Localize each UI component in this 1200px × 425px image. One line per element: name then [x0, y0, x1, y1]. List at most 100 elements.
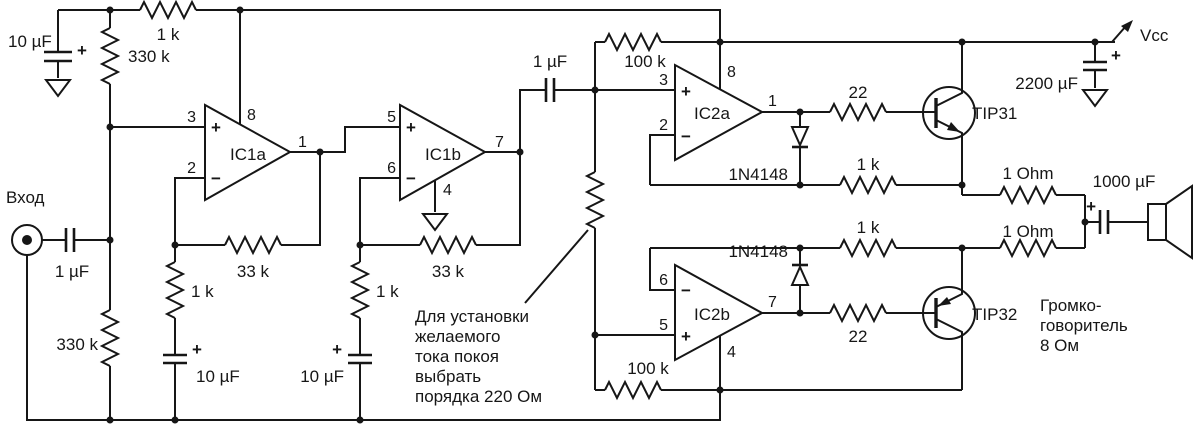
polarity-plus: + — [1111, 46, 1121, 65]
resistor-100k-bottom — [604, 379, 662, 401]
ic2b-name: IC2b — [694, 305, 730, 324]
ic1a-pin8: 8 — [247, 107, 256, 124]
ic2a-pin2: 2 — [659, 117, 668, 134]
ground-icon — [44, 79, 72, 98]
ground-icon — [421, 213, 449, 232]
capacitor-2200uf-plates — [1083, 60, 1107, 72]
resistor-filter-1k — [139, 0, 197, 21]
ic2a-pin1: 1 — [768, 93, 777, 110]
junction — [591, 331, 599, 339]
speaker-label-line3: 8 Ом — [1040, 336, 1079, 355]
junction — [106, 6, 114, 14]
resistor-gain-1k-2 — [349, 261, 371, 319]
capacitor-1000uf-plates — [1098, 210, 1110, 234]
diode-triangle — [790, 126, 810, 148]
pnp-emitter-arrow — [938, 297, 951, 306]
npn-emitter-arrow — [947, 122, 960, 132]
junction — [958, 38, 966, 46]
opamp-ic1b-body — [399, 103, 488, 202]
junction — [716, 386, 724, 394]
resistor-g1-label: 1 k — [191, 282, 214, 301]
ic1b-plus: + — [406, 118, 416, 137]
capacitor-10uf-filter-plates — [44, 50, 72, 63]
resistor-quiescent-set — [584, 171, 606, 229]
resistor-1k-feedback-bottom — [839, 237, 897, 259]
polarity-plus: + — [1086, 197, 1096, 216]
speaker-label-line1: Громко- — [1040, 296, 1102, 315]
junction — [356, 241, 364, 249]
ic2b-plus: + — [681, 327, 691, 346]
capacitor-1uf-coupling-plates — [544, 78, 556, 102]
resistor-fb1-label: 33 k — [237, 262, 270, 281]
opamps — [204, 63, 765, 362]
cap-coupling-label: 1 µF — [533, 52, 567, 71]
ic2a-pin8: 8 — [727, 64, 736, 81]
transistor-tip32 — [922, 286, 976, 340]
resistor-bias-330k-top — [99, 27, 121, 85]
note-line1: Для установки — [415, 307, 529, 326]
resistor-fb2-label: 33 k — [432, 262, 465, 281]
junction — [106, 236, 114, 244]
tip31-label: TIP31 — [972, 104, 1017, 123]
polarity-plus: + — [77, 41, 87, 60]
ic2b-minus: − — [681, 281, 691, 300]
junction — [716, 38, 724, 46]
resistor-100k-bottom-label: 100 k — [627, 359, 669, 378]
resistor-feedback-33k-2 — [419, 234, 477, 256]
resistor-bias-bottom-label: 330 k — [56, 335, 98, 354]
ic2b-pin5: 5 — [659, 317, 668, 334]
speaker-label-line2: говоритель — [1040, 316, 1128, 335]
resistor-22-bottom-label: 22 — [849, 327, 868, 346]
input-jack — [11, 224, 43, 256]
note-line5: порядка 220 Ом — [415, 387, 542, 406]
diode-bottom-label: 1N4148 — [728, 242, 788, 261]
resistor-base-22-bottom — [829, 302, 887, 324]
resistor-bias-330k-bottom — [99, 309, 121, 367]
junction — [171, 416, 179, 424]
junction — [796, 108, 804, 116]
junction-dots — [106, 6, 1099, 424]
note-line2: желаемого — [415, 327, 501, 346]
ic1a-pin2: 2 — [187, 160, 196, 177]
jack-outer-ring — [11, 224, 43, 256]
polarity-plus: + — [192, 340, 202, 359]
resistor-100k-top-label: 100 k — [624, 52, 666, 71]
junction — [316, 148, 324, 156]
diode-top-label: 1N4148 — [728, 165, 788, 184]
resistor-1k-fb-bottom-label: 1 k — [857, 218, 880, 237]
junction — [796, 309, 804, 317]
ic1b-pin6: 6 — [387, 160, 396, 177]
cap-input-label: 1 µF — [55, 262, 89, 281]
ic1a-minus: − — [211, 169, 221, 188]
capacitors — [44, 50, 1110, 365]
junction — [958, 181, 966, 189]
junction — [958, 244, 966, 252]
opamp-ic1a-body — [204, 103, 293, 202]
opamp-ic2b-body — [674, 263, 765, 362]
junction — [1091, 38, 1099, 46]
junction — [796, 244, 804, 252]
vcc-arrowhead — [1121, 20, 1133, 32]
ic1a-pin1: 1 — [298, 134, 307, 151]
junction — [236, 6, 244, 14]
junction — [171, 241, 179, 249]
junction — [591, 86, 599, 94]
ic2a-plus: + — [681, 82, 691, 101]
jack-center-pin — [22, 235, 32, 245]
transistor-body — [922, 86, 976, 140]
resistor-filter-label: 1 k — [157, 25, 180, 44]
transistor-body — [922, 286, 976, 340]
junction — [1081, 218, 1089, 226]
resistor-1k-fb-top-label: 1 k — [857, 155, 880, 174]
ic2b-pin6: 6 — [659, 272, 668, 289]
diode-triangle — [790, 264, 810, 286]
diode-top-1n4148 — [790, 126, 810, 149]
junction — [516, 148, 524, 156]
transistor-tip31 — [922, 86, 976, 140]
resistor-1ohm-bottom-label: 1 Ohm — [1002, 222, 1053, 241]
opamp-ic2a-body — [674, 63, 765, 162]
note-line4: выбрать — [415, 367, 481, 386]
ic2b-pin4: 4 — [727, 344, 736, 361]
ic1a-plus: + — [211, 118, 221, 137]
